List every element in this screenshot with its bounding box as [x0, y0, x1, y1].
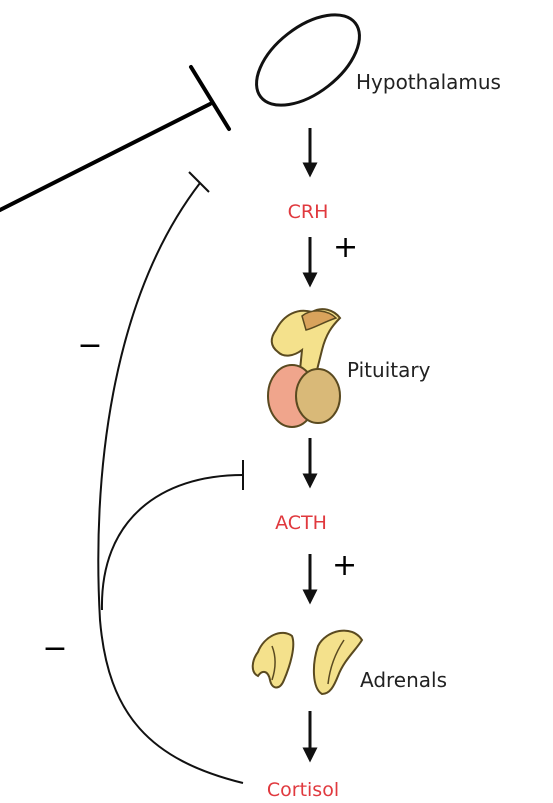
hypothalamus-label: Hypothalamus	[356, 70, 501, 94]
crh-stimulate-sign: +	[333, 230, 358, 265]
acth-label: ACTH	[275, 512, 327, 534]
hypothalamus-icon	[240, 0, 375, 123]
adrenals-icon	[253, 631, 362, 694]
adrenals-label: Adrenals	[360, 668, 447, 692]
feedback-pituitary-inhibit-sign: −	[42, 631, 67, 666]
feedback-to-pituitary	[102, 460, 243, 610]
crh-label: CRH	[288, 201, 329, 223]
acth-stimulate-sign: +	[332, 548, 357, 583]
pituitary-icon	[268, 309, 340, 427]
pituitary-label: Pituitary	[347, 358, 431, 382]
feedback-hypothalamus-inhibit-sign: −	[77, 328, 102, 363]
cortisol-label: Cortisol	[267, 779, 339, 801]
feedback-to-hypothalamus	[98, 172, 243, 783]
